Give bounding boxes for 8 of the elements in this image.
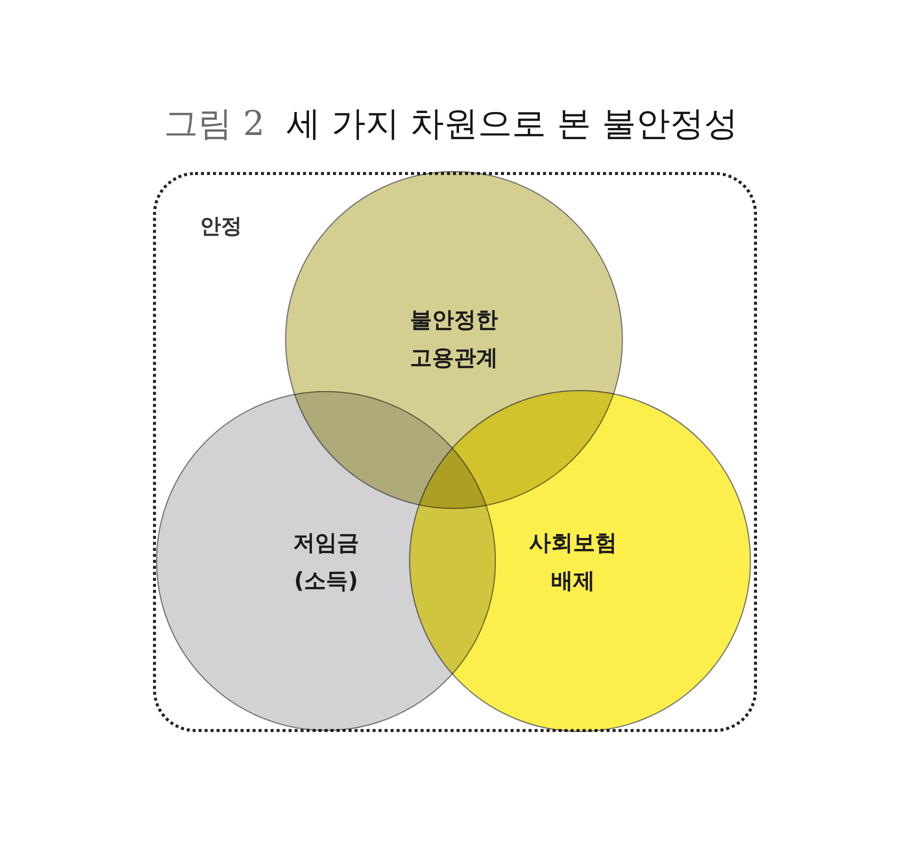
circle-label: 사회보험 배제	[529, 530, 617, 596]
dotted-frame	[153, 172, 757, 732]
region-label: 안정	[200, 213, 242, 239]
figure-number: 그림 2	[164, 104, 265, 145]
venn-circle	[409, 390, 751, 732]
circle-label: 저임금 (소득)	[293, 530, 359, 596]
circle-label: 불안정한 고용관계	[410, 307, 498, 373]
title: 세 가지 차원으로 본 불안정성	[286, 104, 738, 145]
